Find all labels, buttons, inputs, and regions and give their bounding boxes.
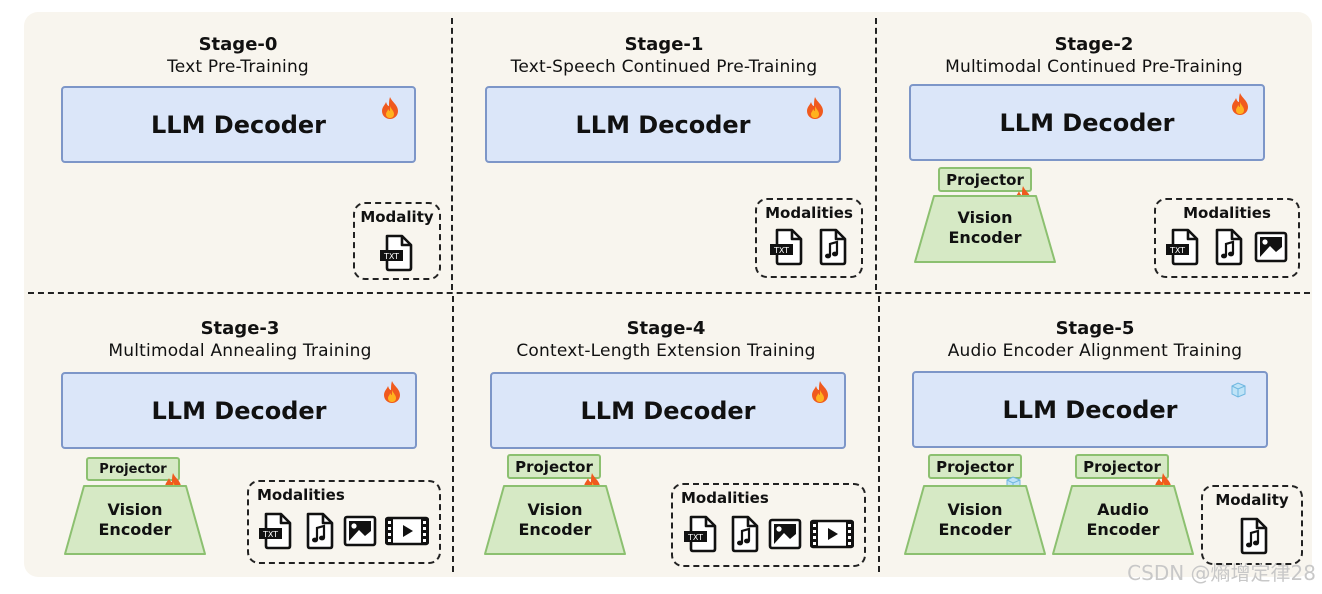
modality-box: Modalities TXT (671, 483, 866, 567)
video-icon (810, 515, 854, 553)
txt-tag: TXT (1169, 246, 1185, 255)
encoder-label: Vision Encoder (98, 500, 172, 539)
flame-icon (810, 380, 830, 404)
image-icon (1254, 228, 1288, 266)
stage-title: Stage-0 Text Pre-Training (28, 34, 448, 78)
music-file-icon (301, 512, 335, 550)
vision-encoder-block: Vision Encoder (482, 484, 628, 556)
text-file-icon: TXT (1166, 228, 1200, 266)
text-file-icon: TXT (683, 515, 718, 553)
stage-name: Stage-4 (626, 318, 706, 339)
modality-box: Modality (1201, 485, 1303, 565)
modality-box: Modalities TXT (1154, 198, 1300, 278)
encoder-label: Vision Encoder (518, 500, 592, 539)
music-file-icon (1210, 228, 1244, 266)
projector-block: Projector (928, 454, 1022, 479)
stage-1-panel: Stage-1 Text-Speech Continued Pre-Traini… (454, 30, 874, 290)
flame-icon (382, 380, 402, 404)
encoder-label: Audio Encoder (1086, 500, 1160, 539)
divider (452, 296, 454, 572)
stage-subtitle: Multimodal Continued Pre-Training (945, 57, 1243, 77)
encoder-label: Vision Encoder (948, 208, 1022, 247)
flame-icon (380, 96, 400, 120)
flame-icon (1230, 92, 1250, 116)
llm-decoder-block: LLM Decoder (61, 86, 416, 163)
text-file-icon: TXT (259, 512, 293, 550)
stage-3-panel: Stage-3 Multimodal Annealing Training LL… (28, 314, 452, 574)
stage-name: Stage-3 (200, 318, 280, 339)
stage-name: Stage-0 (198, 34, 278, 55)
modality-box: Modalities TXT (247, 480, 441, 564)
modality-label: Modality (1215, 491, 1289, 509)
projector-block: Projector (1075, 454, 1169, 479)
modality-label: Modalities (681, 489, 769, 507)
llm-decoder-block: LLM Decoder (61, 372, 417, 449)
video-icon (385, 512, 429, 550)
stage-4-panel: Stage-4 Context-Length Extension Trainin… (454, 314, 878, 574)
llm-decoder-block: LLM Decoder (909, 84, 1265, 161)
music-file-icon (1235, 517, 1269, 555)
modality-box: Modality TXT (353, 202, 441, 280)
stage-name: Stage-2 (1054, 34, 1134, 55)
music-file-icon (726, 515, 760, 553)
flame-icon (805, 96, 825, 120)
projector-block: Projector (938, 167, 1032, 192)
modality-label: Modalities (257, 486, 345, 504)
stage-0-panel: Stage-0 Text Pre-Training LLM Decoder Mo… (28, 30, 448, 290)
divider (878, 296, 880, 572)
stage-title: Stage-5 Audio Encoder Alignment Training (880, 318, 1310, 362)
image-icon (343, 512, 377, 550)
vision-encoder-block: Vision Encoder (902, 484, 1048, 556)
text-file-icon: TXT (380, 234, 414, 272)
music-file-icon (814, 228, 848, 266)
modality-box: Modalities TXT (755, 198, 863, 278)
modality-label: Modalities (1183, 204, 1271, 222)
projector-block: Projector (507, 454, 601, 479)
encoder-label: Vision Encoder (938, 500, 1012, 539)
divider (875, 18, 877, 290)
stage-name: Stage-1 (624, 34, 704, 55)
image-icon (768, 515, 802, 553)
modality-label: Modalities (765, 204, 853, 222)
llm-decoder-block: LLM Decoder (490, 372, 846, 449)
stage-title: Stage-2 Multimodal Continued Pre-Trainin… (878, 34, 1310, 78)
stage-title: Stage-3 Multimodal Annealing Training (28, 318, 452, 362)
stage-2-panel: Stage-2 Multimodal Continued Pre-Trainin… (878, 30, 1310, 290)
vision-encoder-block: Vision Encoder (62, 484, 208, 556)
txt-tag: TXT (686, 533, 702, 542)
llm-decoder-block: LLM Decoder (485, 86, 841, 163)
text-file-icon: TXT (770, 228, 804, 266)
stage-name: Stage-5 (1055, 318, 1135, 339)
stage-subtitle: Context-Length Extension Training (516, 341, 816, 361)
stage-subtitle: Text-Speech Continued Pre-Training (510, 57, 818, 77)
divider (451, 18, 453, 290)
stage-subtitle: Audio Encoder Alignment Training (947, 341, 1243, 361)
projector-block: Projector (86, 457, 180, 481)
stage-5-panel: Stage-5 Audio Encoder Alignment Training… (880, 314, 1310, 574)
stage-subtitle: Text Pre-Training (167, 57, 309, 77)
vision-encoder-block: Vision Encoder (912, 194, 1058, 264)
modality-label: Modality (360, 208, 434, 226)
stage-title: Stage-1 Text-Speech Continued Pre-Traini… (454, 34, 874, 78)
ice-cube-icon (1228, 380, 1248, 400)
stage-title: Stage-4 Context-Length Extension Trainin… (454, 318, 878, 362)
stage-subtitle: Multimodal Annealing Training (108, 341, 372, 361)
divider (28, 292, 1310, 294)
txt-tag: TXT (383, 252, 399, 261)
txt-tag: TXT (262, 530, 278, 539)
llm-decoder-block: LLM Decoder (912, 371, 1268, 448)
txt-tag: TXT (773, 246, 789, 255)
watermark: CSDN @熵增定律28 (1127, 561, 1316, 585)
audio-encoder-block: Audio Encoder (1050, 484, 1196, 556)
